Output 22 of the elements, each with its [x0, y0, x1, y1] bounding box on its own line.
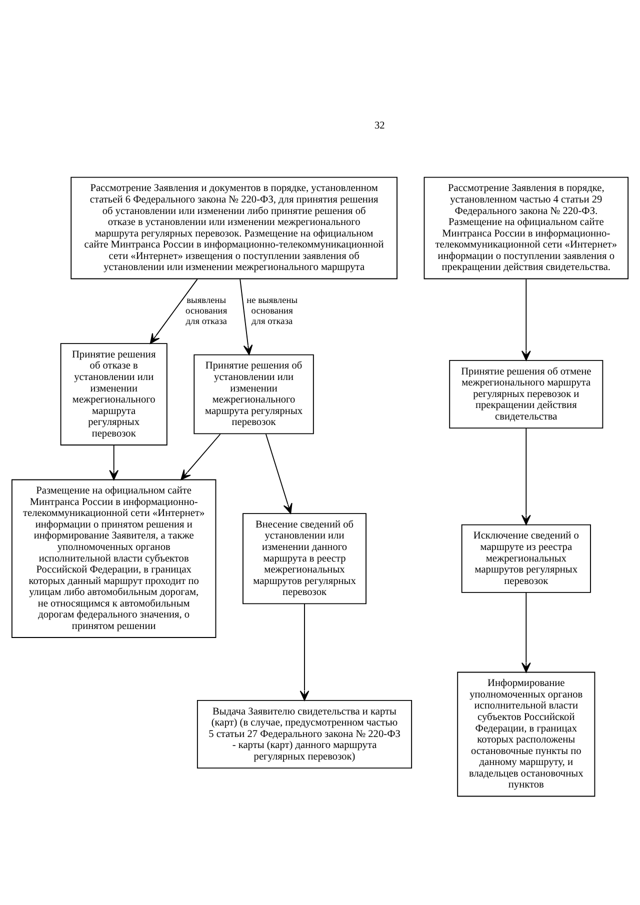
node-box: Рассмотрение Заявления и документов в порядке, установленном статьей 6 Федерального закона № 220-ФЗ, для принятия решения об установлении или изменении либо принятие решения об отказе в установлении или изменении межрегионального маршрута регулярных перевозок. Размещение на официальном сайте Минтранса России в информационно-телекоммуникационной сети «Интернет» извещения о поступлении заявления об установлении или изменении межрегионального маршрута [70, 176, 398, 280]
node-box: Выдача Заявителю свидетельства и карты (карт) (в случае, предусмотренном частью 5 статьи 27 Федерального закона № 220-ФЗ - карты (карт) данного маршрута регулярных перевозок) [196, 700, 412, 769]
arrow [265, 434, 292, 514]
label: 32 [374, 120, 385, 132]
arrow [521, 278, 531, 361]
node-box: Размещение на официальном сайте Минтранса России в информационно-телекоммуникационной сети «Интернет» информации о принятом решения и информирование Заявителя, а также уполномоченных органов исполнительной власти субъектов Российской Федерации, в границах которых данный маршрут проходит по улицам либо автомобильным дорогам, не относящимся к автомобильным дорогам федерального значения, о принятом решении [11, 479, 216, 638]
node-box: Исключение сведений о маршруте из реестра межрегиональных маршрутов регулярных перевозок [461, 524, 591, 593]
node-box: Принятие решения об установлении или изменении межрегионального маршрута регулярных перевозок [194, 354, 314, 434]
arrow [521, 592, 531, 673]
arrow [300, 603, 310, 701]
arrow [109, 444, 119, 480]
node-box: Принятие решения об отказе в установлении или изменении межрегионального маршрута регулярных перевозок [60, 343, 168, 446]
node-box: Принятие решения об отмене межрегионального маршрута регулярных перевозок и прекращении действия свидетельства [449, 360, 604, 429]
edge-label: выявлены основания для отказа [186, 296, 228, 327]
node-box: Информирование уполномоченных органов исполнительной власти субъектов Российской Федерации, в границах которых расположены остановочные пункты по данному маршруту, и владельцев остановочных пунктов [457, 672, 596, 797]
node-box: Внесение сведений об установлении или изменении данного маршрута в реестр межрегиональных маршрутов регулярных перевозок [242, 513, 366, 604]
arrow [180, 434, 221, 480]
arrow [150, 278, 198, 344]
node-box: Рассмотрение Заявления в порядке, установленном частью 4 статьи 29 Федерального закона № 220-ФЗ. Размещение на официальном сайте Минтранса России в информационно-телекоммуникационной сети «Интернет» информации о поступлении заявления о прекращении действия свидетельства. [424, 176, 629, 280]
edge-label: не выявлены основания для отказа [246, 296, 298, 327]
arrow [521, 428, 531, 526]
arrow [240, 278, 253, 356]
